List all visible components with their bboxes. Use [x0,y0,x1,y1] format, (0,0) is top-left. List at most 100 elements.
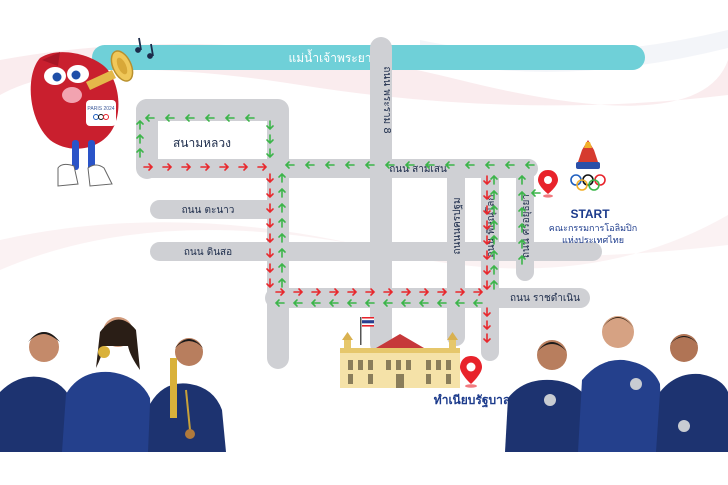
road-label-ratchadamnoen: ถนน ราชดำเนิน [510,293,580,304]
road-sam-sen-strip [138,159,538,178]
route-arrow [418,299,429,307]
route-arrow [365,288,376,296]
route-arrow [219,163,230,171]
route-arrow [266,263,274,274]
map-pin-icon [538,170,558,198]
route-arrow [344,161,355,169]
route-arrow [518,206,526,217]
road-ta-nao-strip [150,200,278,219]
route-arrow [278,202,286,213]
route-arrow [257,163,268,171]
route-arrow [490,249,498,260]
route-arrow [483,320,491,331]
route-arrow [419,288,430,296]
river-band [92,45,645,70]
route-arrow [472,299,483,307]
route-arrow [400,299,411,307]
route-arrow [278,232,286,243]
route-arrow [266,188,274,199]
route-arrow [144,114,155,122]
route-arrow [484,161,495,169]
route-arrow [424,161,435,169]
start-marker: START คณะกรรมการโอลิมปิก แห่งประเทศไทย [538,140,637,246]
route-arrow [530,189,541,197]
route-arrow [444,161,455,169]
athletes-group-right [505,316,728,452]
route-arrow [278,187,286,198]
road-ratchadamnoen-strip [265,288,590,308]
road-si-ayutthaya-strip [516,166,534,281]
route-arrow [483,235,491,246]
route-arrow [278,217,286,228]
route-arrow [437,288,448,296]
route-arrow [404,161,415,169]
road-phra-ram-8 [370,37,392,355]
route-arrow [518,254,526,265]
route-arrow [490,174,498,185]
route-arrow [401,288,412,296]
map-pin-icon [460,356,482,388]
route-arrow [328,299,339,307]
route-arrow [238,163,249,171]
route-arrow [266,218,274,229]
route-arrow [266,203,274,214]
route-arrow [490,234,498,245]
route-arrow [275,288,286,296]
route-arrow [310,299,321,307]
route-arrow [483,307,491,318]
route-arrow [266,134,274,145]
route-arrow [454,299,465,307]
route-arrow [524,161,535,169]
route-arrow [136,133,144,144]
thai-flag-icon [362,317,374,327]
route-arrow [383,288,394,296]
route-arrow [455,288,466,296]
road-label-nakhon-pathom: ถนนนครปฐม [452,197,463,254]
route-arrow [204,114,215,122]
route-arrow [490,279,498,290]
route-arrow [324,161,335,169]
route-arrow [518,190,526,201]
route-arrows [136,114,541,344]
road-nakhon-pathom-strip [447,166,465,346]
route-arrow [184,114,195,122]
route-arrow [244,114,255,122]
government-house-label: ทำเนียบรัฐบาล [434,393,510,408]
route-arrow [278,172,286,183]
road-loop-west [136,99,289,369]
route-arrow [292,299,303,307]
route-arrow [490,219,498,230]
route-arrow [200,163,211,171]
route-arrow [483,175,491,186]
route-arrow [483,280,491,291]
route-arrow [293,288,304,296]
music-note-icon [135,37,154,59]
route-arrow [346,299,357,307]
route-arrow [490,189,498,200]
route-arrow [162,163,173,171]
route-arrow [347,288,358,296]
route-arrow [136,119,144,130]
river-label: แม่น้ำเจ้าพระยา [288,49,371,65]
route-arrow [266,248,274,259]
route-arrow [464,161,475,169]
athletes-group-left [0,317,226,452]
route-arrow [483,190,491,201]
route-arrow [266,173,274,184]
start-label: START [570,207,610,221]
route-arrow [483,265,491,276]
route-arrow [483,250,491,261]
route-arrow [224,114,235,122]
trumpet-icon [86,50,134,90]
route-arrow [382,299,393,307]
route-arrow [274,299,285,307]
route-arrow [278,262,286,273]
mascot: PARIS 2024 [30,37,154,187]
river: แม่น้ำเจ้าพระยา [92,45,645,70]
road-label-ta-nao: ถนน ตะนาว [182,205,235,216]
route-arrow [518,174,526,185]
olympic-committee-logo [570,140,606,191]
start-org-line2: แห่งประเทศไทย [562,235,624,246]
